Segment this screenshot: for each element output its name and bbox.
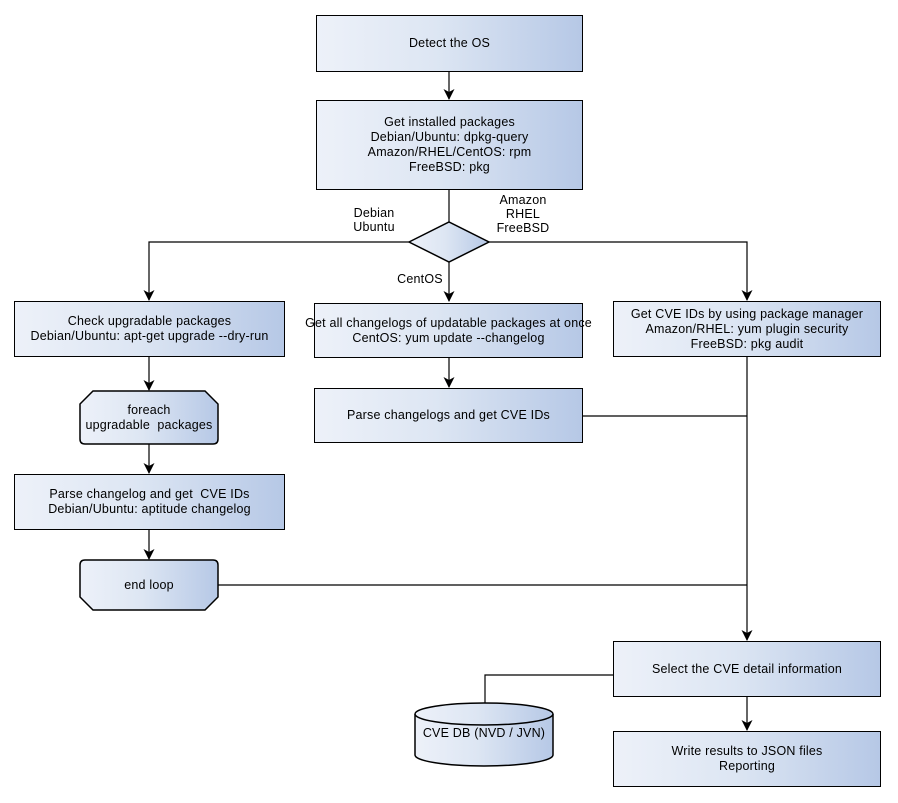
node-parse-changelogs-centos: Parse changelogs and get CVE IDs xyxy=(314,388,583,443)
edge-label-debian-ubuntu: Debian Ubuntu xyxy=(334,206,414,234)
connectors xyxy=(143,72,753,731)
node-text: Amazon/RHEL/CentOS: rpm xyxy=(367,145,532,159)
node-text: Debian/Ubuntu: dpkg-query xyxy=(370,130,529,144)
node-text: FreeBSD: pkg xyxy=(409,160,490,174)
edge-label-centos: CentOS xyxy=(380,272,460,286)
decision-os-diamond xyxy=(407,221,491,263)
edge-label-text: RHEL xyxy=(505,207,541,221)
node-get-cve-by-pkg-manager: Get CVE IDs by using package manager Ama… xyxy=(613,301,881,357)
edge-decision-to-check xyxy=(143,241,409,301)
node-get-installed-packages: Get installed packages Debian/Ubuntu: dp… xyxy=(316,100,583,190)
node-text: Parse changelog and get CVE IDs xyxy=(49,487,250,501)
node-text: Write results to JSON files xyxy=(671,744,823,758)
node-text: Check upgradable packages xyxy=(67,314,232,328)
node-text: Get installed packages xyxy=(384,115,515,129)
edge-label-text: Amazon xyxy=(499,193,547,207)
node-write-results: Write results to JSON files Reporting xyxy=(613,731,881,787)
node-text: Get CVE IDs by using package manager xyxy=(630,306,864,321)
edge-label-text: CentOS xyxy=(397,272,443,286)
node-text: Get all changelogs of updatable packages… xyxy=(305,315,592,330)
edge-decision-to-getcve xyxy=(489,241,753,301)
edge-label-text: Debian xyxy=(353,206,395,220)
database-cylinder xyxy=(414,702,554,767)
node-text: Debian/Ubuntu: aptitude changelog xyxy=(48,502,251,516)
node-text: FreeBSD: pkg audit xyxy=(690,336,804,351)
edge-label-amazon-rhel-freebsd: Amazon RHEL FreeBSD xyxy=(483,193,563,235)
node-text: Reporting xyxy=(719,759,775,773)
edge-label-text: Ubuntu xyxy=(353,220,395,234)
edge-label-text: FreeBSD xyxy=(496,221,550,235)
node-get-all-changelogs: Get all changelogs of updatable packages… xyxy=(305,303,592,358)
node-check-upgradable: Check upgradable packages Debian/Ubuntu:… xyxy=(14,301,285,357)
node-text: Detect the OS xyxy=(408,36,491,50)
edge-cvedb-to-select xyxy=(484,674,613,703)
end-loop-shape xyxy=(79,559,219,611)
node-select-cve-detail: Select the CVE detail information xyxy=(613,641,881,697)
node-detect-os: Detect the OS xyxy=(316,15,583,72)
node-text: Amazon/RHEL: yum plugin security xyxy=(645,321,849,336)
node-text: Select the CVE detail information xyxy=(651,661,843,676)
node-parse-changelog-debian: Parse changelog and get CVE IDs Debian/U… xyxy=(14,474,285,530)
foreach-loop-shape xyxy=(79,390,219,445)
node-text: Parse changelogs and get CVE IDs xyxy=(346,408,551,422)
node-text: CentOS: yum update --changelog xyxy=(352,330,545,345)
node-text: Debian/Ubuntu: apt-get upgrade --dry-run xyxy=(30,329,269,343)
